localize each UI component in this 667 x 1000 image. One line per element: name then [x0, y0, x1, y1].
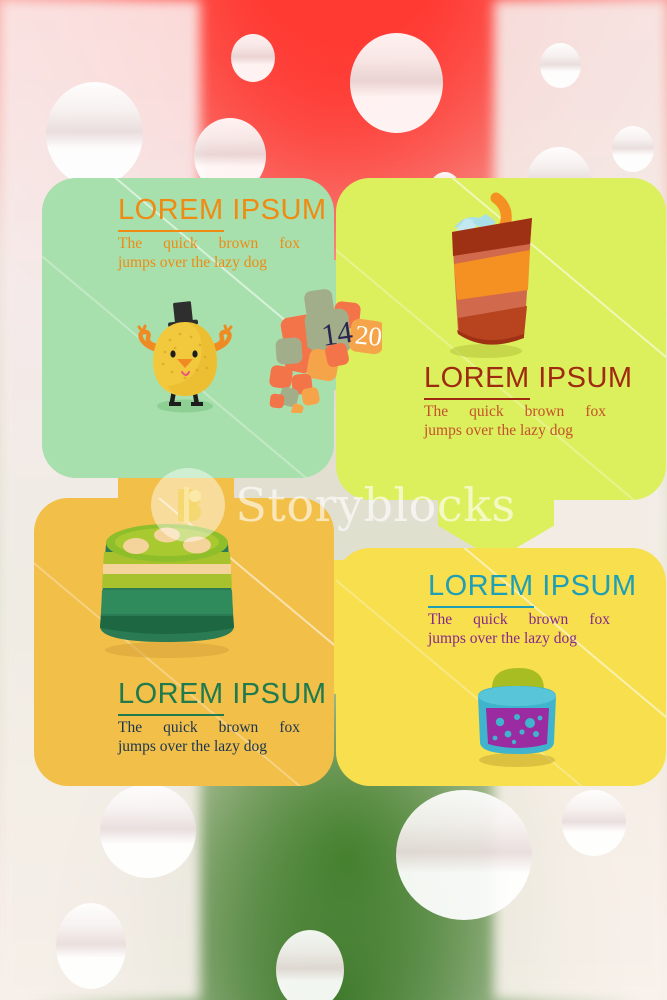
panel-bottom-right-title: LOREM IPSUM	[428, 570, 637, 608]
title-plain-part: IPSUM	[533, 570, 637, 602]
panel-top-left-text: LOREM IPSUM The quick brown fox jumps ov…	[118, 194, 327, 273]
soda-cup-icon	[424, 186, 550, 361]
background-bubble	[100, 784, 196, 878]
body-line-1: The quick brown fox	[424, 403, 606, 420]
lemon-character-icon	[125, 300, 245, 415]
body-line-2: jumps over the lazy dog	[118, 738, 267, 756]
background-bubble	[276, 930, 344, 1000]
dice-number-20: 20	[354, 319, 382, 352]
panel-top-right-text: LOREM IPSUM The quick brown fox jumps ov…	[424, 362, 633, 441]
panel-bottom-left-body: The quick brown fox jumps over the lazy …	[118, 718, 327, 757]
panel-bottom-right-body: The quick brown fox jumps over the lazy …	[428, 610, 637, 649]
title-underlined-part: LOREM	[118, 678, 224, 716]
background-bubble	[46, 82, 143, 186]
title-plain-part: IPSUM	[223, 194, 327, 226]
body-line-2: jumps over the lazy dog	[428, 630, 577, 648]
background-bubble	[612, 126, 654, 172]
body-line-1: The quick brown fox	[118, 235, 300, 252]
background-bubble	[396, 790, 532, 920]
title-underlined-part: LOREM	[428, 570, 534, 608]
green-cake-icon	[84, 518, 250, 658]
panel-bottom-right-text: LOREM IPSUM The quick brown fox jumps ov…	[428, 570, 637, 649]
panel-top-right-body: The quick brown fox jumps over the lazy …	[424, 402, 633, 441]
panel-top-left-body: The quick brown fox jumps over the lazy …	[118, 234, 327, 273]
dice-blocks-icon: 14 20	[262, 288, 386, 416]
title-plain-part: IPSUM	[223, 678, 327, 710]
title-underlined-part: LOREM	[424, 362, 530, 400]
background-bubble	[56, 903, 126, 989]
panel-top-right-title: LOREM IPSUM	[424, 362, 633, 400]
candy-bowl-icon	[462, 660, 572, 770]
background-bubble	[231, 34, 275, 82]
title-underlined-part: LOREM	[118, 194, 224, 232]
panel-top-left-title: LOREM IPSUM	[118, 194, 327, 232]
background-bubble	[350, 33, 443, 133]
title-plain-part: IPSUM	[529, 362, 633, 394]
background-bubble	[562, 790, 626, 856]
body-line-1: The quick brown fox	[118, 719, 300, 736]
body-line-1: The quick brown fox	[428, 611, 610, 628]
body-line-2: jumps over the lazy dog	[424, 422, 573, 440]
background-bubble	[540, 43, 581, 88]
panel-bottom-left-title: LOREM IPSUM	[118, 678, 327, 716]
panel-bottom-left-text: LOREM IPSUM The quick brown fox jumps ov…	[118, 678, 327, 757]
body-line-2: jumps over the lazy dog	[118, 254, 267, 272]
